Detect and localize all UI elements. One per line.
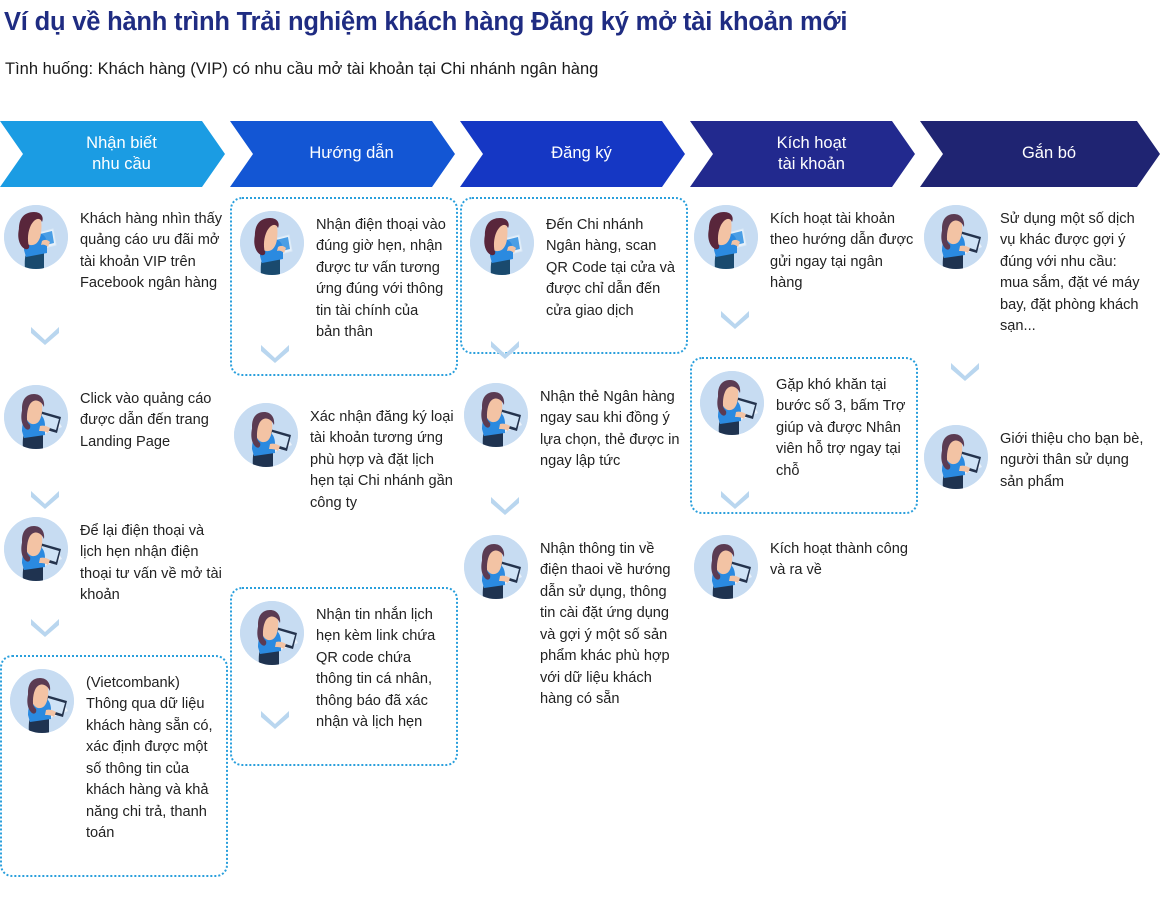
- chevron-down-icon: [258, 707, 292, 729]
- woman-with-laptop-icon: [234, 403, 298, 467]
- journey-card-highlighted[interactable]: Gặp khó khăn tại bước số 3, bấm Trợ giúp…: [690, 357, 918, 515]
- journey-card-highlighted[interactable]: (Vietcombank) Thông qua dữ liệu khách hà…: [0, 655, 228, 877]
- journey-card[interactable]: Nhận thông tin về điện thaoi về hướng dẫ…: [460, 535, 690, 711]
- journey-card-text: Nhận tin nhắn lịch hẹn kèm link chứa QR …: [316, 607, 436, 731]
- stage-chevron-4[interactable]: Kích hoạt tài khoản: [690, 121, 915, 187]
- journey-card-text: Sử dụng một số dịch vụ khác được gợi ý đ…: [1000, 211, 1140, 335]
- woman-with-tablet-icon: [694, 205, 758, 269]
- stage-chevron-5[interactable]: Gắn bó: [920, 121, 1160, 187]
- page-subtitle: Tình huống: Khách hàng (VIP) có nhu cầu …: [5, 60, 599, 78]
- journey-card-text: Click vào quảng cáo được dẫn đến trang L…: [80, 391, 212, 450]
- journey-column-2: Nhận điện thoại vào đúng giờ hẹn, nhận đ…: [230, 187, 460, 900]
- woman-with-tablet-icon: [470, 211, 534, 275]
- stage-chevron-label: Đăng ký: [551, 144, 612, 163]
- stage-chevron-label: Hướng dẫn: [309, 144, 394, 163]
- woman-with-laptop-icon: [464, 383, 528, 447]
- chevron-down-icon: [948, 359, 982, 381]
- journey-card-text: Gặp khó khăn tại bước số 3, bấm Trợ giúp…: [776, 377, 906, 479]
- journey-card-text: Kích hoạt thành công và ra về: [770, 541, 908, 579]
- chevron-down-icon: [28, 323, 62, 345]
- journey-column-4: Kích hoạt tài khoản theo hướng dẫn được …: [690, 187, 920, 900]
- woman-with-tablet-icon: [240, 211, 304, 275]
- journey-card-text: Đến Chi nhánh Ngân hàng, scan QR Code tạ…: [546, 217, 676, 319]
- journey-card-highlighted[interactable]: Nhận điện thoại vào đúng giờ hẹn, nhận đ…: [230, 197, 458, 376]
- chevron-down-icon: [718, 487, 752, 509]
- journey-card-text: Để lại điện thoại và lịch hẹn nhận điện …: [80, 523, 222, 604]
- journey-card-text: Khách hàng nhìn thấy quảng cáo ưu đãi mở…: [80, 211, 222, 292]
- journey-card-text: Giới thiệu cho bạn bè, người thân sử dụn…: [1000, 431, 1144, 490]
- stage-chevron-1[interactable]: Nhận biết nhu cầu: [0, 121, 225, 187]
- journey-card[interactable]: Xác nhận đăng ký loại tài khoản tương ứn…: [230, 403, 460, 514]
- journey-card-text: Nhận điện thoại vào đúng giờ hẹn, nhận đ…: [316, 217, 446, 341]
- journey-card[interactable]: Kích hoạt thành công và ra về: [690, 535, 920, 599]
- journey-card[interactable]: Để lại điện thoại và lịch hẹn nhận điện …: [0, 517, 230, 607]
- woman-with-tablet-icon: [4, 205, 68, 269]
- woman-with-laptop-icon: [4, 385, 68, 449]
- chevron-down-icon: [488, 337, 522, 359]
- stage-chevron-label: Kích hoạt tài khoản: [776, 133, 847, 173]
- journey-column-3: Đến Chi nhánh Ngân hàng, scan QR Code tạ…: [460, 187, 690, 900]
- woman-with-laptop-icon: [694, 535, 758, 599]
- chevron-down-icon: [488, 493, 522, 515]
- journey-column-5: Sử dụng một số dịch vụ khác được gợi ý đ…: [920, 187, 1150, 900]
- woman-with-laptop-icon: [464, 535, 528, 599]
- journey-card-highlighted[interactable]: Đến Chi nhánh Ngân hàng, scan QR Code tạ…: [460, 197, 688, 355]
- journey-card-text: Nhận thông tin về điện thaoi về hướng dẫ…: [540, 541, 671, 708]
- stage-chevron-label: Nhận biết nhu cầu: [86, 133, 157, 173]
- journey-card[interactable]: Giới thiệu cho bạn bè, người thân sử dụn…: [920, 425, 1150, 493]
- stage-chevron-label: Gắn bó: [1021, 144, 1077, 163]
- woman-with-laptop-icon: [924, 425, 988, 489]
- journey-card-text: Xác nhận đăng ký loại tài khoản tương ứn…: [310, 409, 454, 511]
- woman-with-laptop-icon: [924, 205, 988, 269]
- chevron-down-icon: [28, 487, 62, 509]
- journey-card-text: Kích hoạt tài khoản theo hướng dẫn được …: [770, 211, 914, 292]
- chevron-down-icon: [258, 341, 292, 363]
- chevron-down-icon: [28, 615, 62, 637]
- journey-card[interactable]: Nhận thẻ Ngân hàng ngay sau khi đồng ý l…: [460, 383, 690, 473]
- woman-with-laptop-icon: [700, 371, 764, 435]
- woman-with-laptop-icon: [10, 669, 74, 733]
- woman-with-laptop-icon: [240, 601, 304, 665]
- stage-chevron-3[interactable]: Đăng ký: [460, 121, 685, 187]
- journey-card[interactable]: Sử dụng một số dịch vụ khác được gợi ý đ…: [920, 205, 1150, 338]
- journey-card-text: Nhận thẻ Ngân hàng ngay sau khi đồng ý l…: [540, 389, 680, 470]
- stage-chevron-banner: Nhận biết nhu cầu Hướng dẫn Đăng ký Kích ho…: [0, 121, 1170, 187]
- journey-card[interactable]: Click vào quảng cáo được dẫn đến trang L…: [0, 385, 230, 453]
- journey-card[interactable]: Kích hoạt tài khoản theo hướng dẫn được …: [690, 205, 920, 295]
- page-title: Ví dụ về hành trình Trải nghiệm khách hà…: [4, 8, 848, 36]
- journey-card[interactable]: Khách hàng nhìn thấy quảng cáo ưu đãi mở…: [0, 205, 230, 295]
- woman-with-laptop-icon: [4, 517, 68, 581]
- stage-chevron-2[interactable]: Hướng dẫn: [230, 121, 455, 187]
- journey-card-text: (Vietcombank) Thông qua dữ liệu khách hà…: [86, 675, 213, 842]
- chevron-down-icon: [718, 307, 752, 329]
- journey-column-1: Khách hàng nhìn thấy quảng cáo ưu đãi mở…: [0, 187, 230, 900]
- journey-card-highlighted[interactable]: Nhận tin nhắn lịch hẹn kèm link chứa QR …: [230, 587, 458, 766]
